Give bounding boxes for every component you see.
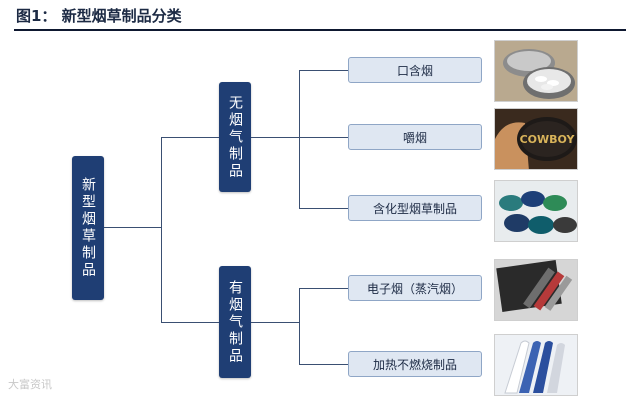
connector-line xyxy=(299,70,300,209)
root-node: 新型烟草制品 xyxy=(72,156,104,300)
connector-line xyxy=(251,137,300,138)
watermark: 大富资讯 xyxy=(8,378,52,391)
e-cigarette-photo xyxy=(494,259,578,321)
branch-node-smoke: 有烟气制品 xyxy=(219,266,251,378)
figure-title: 图1： 新型烟草制品分类 xyxy=(16,7,182,25)
connector-line xyxy=(299,288,300,365)
connector-line xyxy=(299,137,348,138)
connector-line xyxy=(161,137,219,138)
leaf-node-heat-not-burn: 加热不燃烧制品 xyxy=(348,351,482,377)
branch-node-label: 有烟气制品 xyxy=(227,279,243,365)
connector-line xyxy=(161,137,162,323)
leaf-node-e-cigarette: 电子烟（蒸汽烟） xyxy=(348,275,482,301)
connector-line xyxy=(299,208,348,209)
connector-line xyxy=(161,322,219,323)
dissolvable-tobacco-photo xyxy=(494,180,578,242)
branch-node-smokeless: 无烟气制品 xyxy=(219,82,251,192)
connector-line xyxy=(299,288,348,289)
connector-line xyxy=(251,322,300,323)
connector-line xyxy=(299,70,348,71)
chewing-tobacco-tin-photo: COWBOY xyxy=(494,108,578,170)
leaf-node-snus: 口含烟 xyxy=(348,57,482,83)
title-divider xyxy=(14,29,626,31)
connector-line xyxy=(104,227,162,228)
branch-node-label: 无烟气制品 xyxy=(227,94,243,180)
heat-not-burn-photo xyxy=(494,334,578,396)
cowboy-brand-text: COWBOY xyxy=(520,133,576,146)
snus-tin-photo xyxy=(494,40,578,102)
root-node-label: 新型烟草制品 xyxy=(80,177,96,279)
connector-line xyxy=(299,364,348,365)
leaf-node-dissolvable-tobacco: 含化型烟草制品 xyxy=(348,195,482,221)
leaf-node-chewing-tobacco: 嚼烟 xyxy=(348,124,482,150)
